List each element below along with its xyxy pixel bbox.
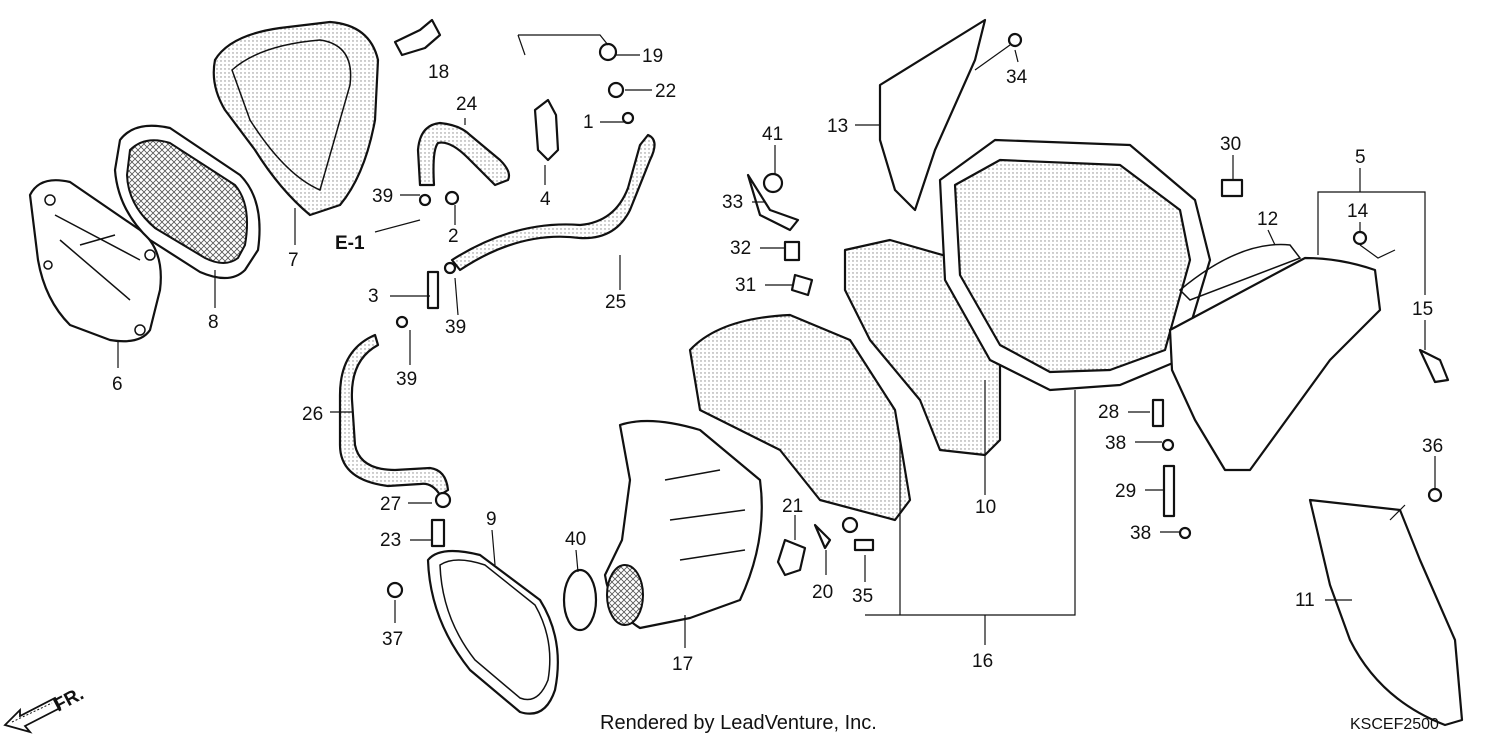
- breather-tube-upper: [416, 121, 511, 187]
- callout-26: 26: [302, 404, 323, 425]
- callout-34: 34: [1006, 67, 1028, 88]
- drain-hose-lower: [338, 333, 450, 497]
- hardware-group: [386, 32, 1450, 599]
- callout-numbers: 19 22 1 18 24 4 39 2 3 39 39 25 26 7 8 6…: [112, 46, 1443, 675]
- front-direction-arrow: FR.: [3, 684, 87, 734]
- callout-39a: 39: [372, 186, 393, 207]
- callout-1: 1: [583, 112, 594, 133]
- diagram-code: KSCEF2500: [1350, 716, 1439, 733]
- callout-33: 33: [722, 192, 743, 213]
- callout-19: 19: [642, 46, 663, 67]
- case-cover-bracket: [878, 18, 987, 212]
- callout-13: 13: [827, 116, 848, 137]
- air-filter-element: [113, 124, 261, 280]
- callout-20: 20: [812, 582, 833, 603]
- drain-hose-long: [450, 133, 656, 272]
- callout-21: 21: [782, 496, 803, 517]
- callout-38b: 38: [1130, 523, 1151, 544]
- callout-2: 2: [448, 226, 459, 247]
- air-cleaner-case: [938, 138, 1212, 392]
- callout-23: 23: [380, 530, 401, 551]
- callout-9: 9: [486, 509, 497, 530]
- callout-15: 15: [1412, 299, 1433, 320]
- callout-41: 41: [762, 124, 783, 145]
- callout-25: 25: [605, 292, 626, 313]
- callout-31: 31: [735, 275, 756, 296]
- callout-16: 16: [972, 651, 993, 672]
- side-cover: [1168, 256, 1382, 472]
- hose-band: [562, 568, 598, 632]
- front-marker-label: FR.: [50, 684, 87, 717]
- callout-36: 36: [1422, 436, 1443, 457]
- callout-28: 28: [1098, 402, 1119, 423]
- callout-32: 32: [730, 238, 751, 259]
- intake-gasket: [426, 549, 559, 715]
- callout-38a: 38: [1105, 433, 1126, 454]
- callout-17: 17: [672, 654, 693, 675]
- callout-24: 24: [456, 94, 478, 115]
- callout-6: 6: [112, 374, 123, 395]
- callout-22: 22: [655, 81, 676, 102]
- callout-7: 7: [288, 250, 299, 271]
- callout-37: 37: [382, 629, 403, 650]
- reference-e1: E-1: [335, 233, 365, 254]
- callout-39b: 39: [445, 317, 466, 338]
- side-cover-gasket: [1178, 243, 1302, 301]
- callout-40: 40: [565, 529, 586, 550]
- render-credit: Rendered by LeadVenture, Inc.: [600, 712, 877, 734]
- callout-4: 4: [540, 189, 551, 210]
- filter-holder-frame: [28, 179, 162, 343]
- callout-5: 5: [1355, 147, 1366, 168]
- air-cleaner-cover-plate: [688, 313, 912, 522]
- callout-3: 3: [368, 286, 379, 307]
- tube-clip: [533, 98, 560, 162]
- callout-10: 10: [975, 497, 996, 518]
- callout-12: 12: [1257, 209, 1278, 230]
- callout-8: 8: [208, 312, 219, 333]
- leader-lines: [117, 34, 1436, 648]
- callout-39c: 39: [396, 369, 417, 390]
- callout-27: 27: [380, 494, 401, 515]
- callout-18: 18: [428, 62, 449, 83]
- filter-sponge: [212, 20, 380, 217]
- callout-14: 14: [1347, 201, 1369, 222]
- callout-11: 11: [1295, 590, 1315, 611]
- connecting-tube: [603, 419, 763, 630]
- callout-30: 30: [1220, 134, 1241, 155]
- callout-29: 29: [1115, 481, 1136, 502]
- breather-fitting: [393, 18, 442, 57]
- side-cover-guard: [1308, 498, 1464, 727]
- callout-35: 35: [852, 586, 873, 607]
